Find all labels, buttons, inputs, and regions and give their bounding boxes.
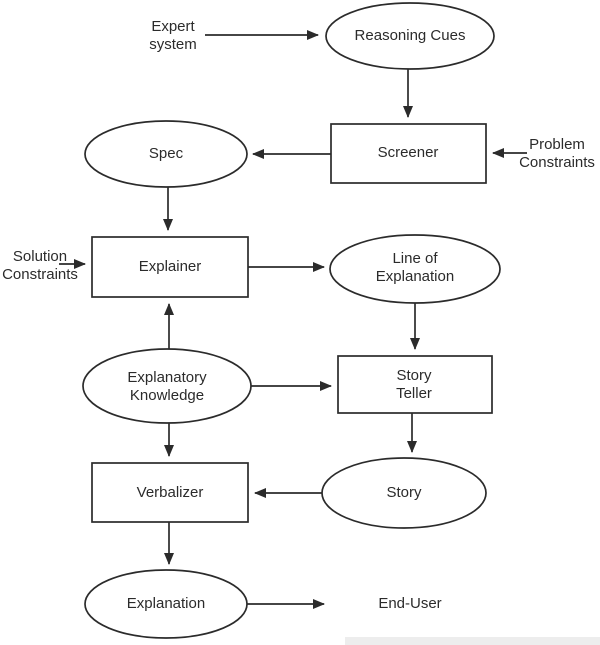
line-of-explanation-label: Line of Explanation <box>376 250 454 286</box>
expert-system-label-line2: system <box>149 36 197 53</box>
line-of-explanation-label-line1: Line of <box>392 250 438 267</box>
spec-ellipse <box>84 120 248 188</box>
end-user-label: End-User <box>378 595 442 612</box>
expert-system-label: Expert system <box>149 18 197 54</box>
explainer-label: Explainer <box>138 258 202 275</box>
line-of-explanation-label-line2: Explanation <box>375 268 455 285</box>
problem-constraints-label-line2: Constraints <box>519 154 595 171</box>
problem-constraints-label: Problem Constraints <box>519 136 595 172</box>
solution-constraints-label-line2: Constraints <box>2 266 78 283</box>
story-label: Story <box>386 484 422 501</box>
explanatory-knowledge-label: Explanatory Knowledge <box>127 369 206 405</box>
problem-constraints-label-line1: Problem <box>529 136 585 153</box>
expert-system-label-line1: Expert <box>151 18 195 35</box>
screener-label: Screener <box>377 144 439 161</box>
explanatory-knowledge-label-line1: Explanatory <box>127 369 207 386</box>
verbalizer-label: Verbalizer <box>136 484 204 501</box>
story-teller-box <box>337 355 493 414</box>
solution-constraints-label-line1: Solution <box>12 248 68 265</box>
screener-box <box>330 123 487 184</box>
story-teller-label: Story Teller <box>396 367 432 403</box>
footer-strip <box>345 637 600 645</box>
story-teller-label-line1: Story <box>396 367 432 384</box>
reasoning-cues-label: Reasoning Cues <box>354 27 466 44</box>
explanatory-knowledge-label-line2: Knowledge <box>129 387 205 404</box>
solution-constraints-label: Solution Constraints <box>2 248 78 284</box>
explanation-label: Explanation <box>126 595 206 612</box>
verbalizer-box <box>91 462 249 523</box>
explainer-box <box>91 236 249 298</box>
reasoning-cues-ellipse <box>325 2 495 70</box>
spec-label: Spec <box>148 145 184 162</box>
story-teller-label-line2: Teller <box>396 385 432 402</box>
